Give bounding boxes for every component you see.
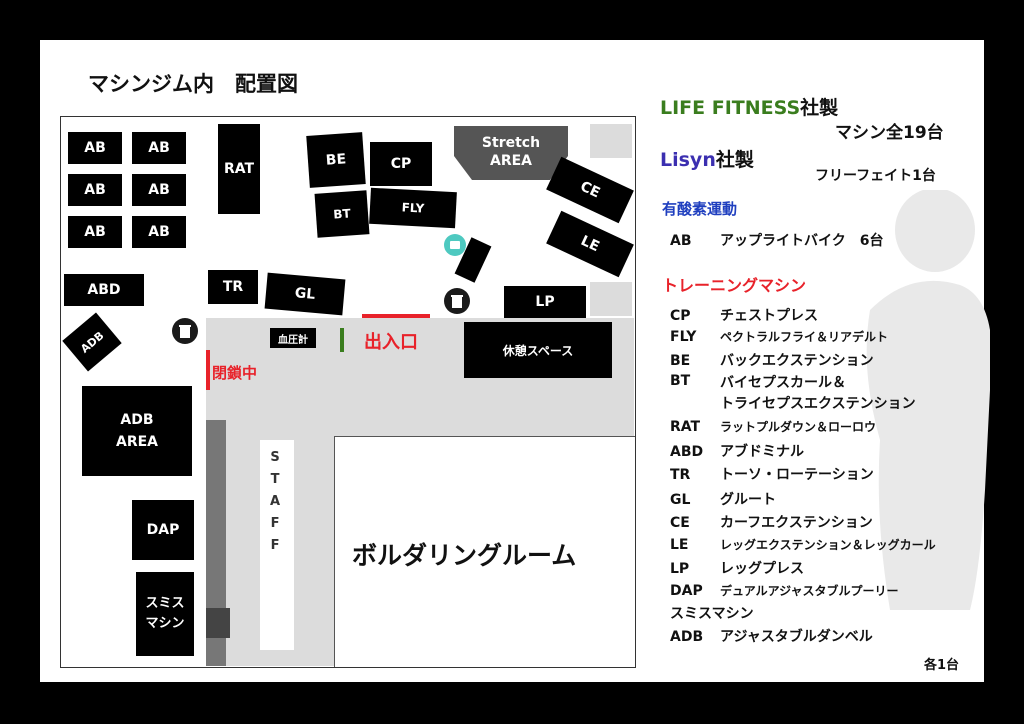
legend-desc: バックエクステンション bbox=[720, 353, 874, 369]
legend-desc: アブドミナル bbox=[720, 444, 804, 460]
entrance-door-marker bbox=[340, 328, 344, 352]
legend-desc: レッグエクステンション＆レッグカール bbox=[720, 538, 936, 552]
legend-row: ABD アブドミナル bbox=[670, 441, 804, 461]
legend-abbr: RAT bbox=[670, 419, 701, 435]
brand-lisyn-name: Lisyn bbox=[660, 149, 716, 171]
cp-machine: CP bbox=[370, 142, 432, 186]
legend-footnote: 各1台 bbox=[924, 658, 960, 673]
legend-desc: ペクトラルフライ＆リアデルト bbox=[720, 330, 889, 344]
brand-lisyn-count: フリーフェイト1台 bbox=[815, 168, 936, 184]
floor-mat bbox=[590, 282, 632, 316]
legend-abbr: LE bbox=[670, 537, 689, 553]
legend-desc: トーソ・ローテーション bbox=[720, 467, 874, 483]
stretch-area-shape bbox=[454, 126, 568, 180]
legend-desc: スミスマシン bbox=[670, 606, 754, 622]
wall-strip bbox=[206, 420, 226, 666]
legend-row: CP チェストプレス bbox=[670, 305, 818, 325]
bouldering-room-label: ボルダリングルーム bbox=[352, 541, 577, 570]
legend-abbr: AB bbox=[670, 233, 692, 249]
staff-label: S T A F F bbox=[270, 450, 281, 553]
dap-machine: DAP bbox=[132, 500, 194, 560]
page-title: マシンジム内 配置図 bbox=[88, 72, 298, 96]
ab-bike: AB bbox=[68, 216, 122, 248]
legend-desc: グルート bbox=[720, 492, 776, 508]
legend-row: RAT ラットプルダウン＆ローロウ bbox=[670, 418, 876, 435]
ab-bike: AB bbox=[68, 174, 122, 206]
legend-abbr: GL bbox=[670, 492, 691, 508]
legend-abbr: ABD bbox=[670, 444, 704, 460]
legend-abbr: LP bbox=[670, 561, 690, 577]
legend-row: AB アップライトバイク 6台 bbox=[670, 230, 883, 250]
ab-bike: AB bbox=[68, 132, 122, 164]
tr-floor-mat bbox=[206, 318, 260, 338]
legend-row: FLY ペクトラルフライ＆リアデルト bbox=[670, 328, 888, 345]
legend-abbr: CP bbox=[670, 308, 691, 324]
legend-row: BT バイセプスカール＆ トライセプスエクステンション bbox=[670, 373, 916, 415]
ab-bike: AB bbox=[132, 132, 186, 164]
cardio-heading: 有酸素運動 bbox=[662, 200, 738, 218]
legend-row: DAP デュアルアジャスタブルプーリー bbox=[670, 582, 899, 599]
legend-abbr: ADB bbox=[670, 629, 704, 645]
legend-row: BE バックエクステンション bbox=[670, 350, 874, 370]
legend-desc: デュアルアジャスタブルプーリー bbox=[720, 584, 899, 598]
legend-abbr: TR bbox=[670, 467, 691, 483]
ab-bike: AB bbox=[132, 174, 186, 206]
lp-machine: LP bbox=[504, 286, 586, 318]
brand-life-name: LIFE FITNESS bbox=[660, 97, 801, 119]
closed-marker bbox=[206, 350, 210, 390]
training-heading: トレーニングマシン bbox=[662, 276, 807, 295]
tr-machine: TR bbox=[208, 270, 258, 304]
bt-machine: BT bbox=[314, 190, 370, 238]
legend-desc: レッグプレス bbox=[720, 561, 804, 577]
be-machine: BE bbox=[306, 132, 366, 188]
legend-abbr: FLY bbox=[670, 329, 697, 345]
legend-desc: バイセプスカール＆ トライセプスエクステンション bbox=[720, 375, 916, 412]
gl-machine: GL bbox=[264, 272, 346, 316]
legend-row: CE カーフエクステンション bbox=[670, 512, 873, 532]
legend-desc: アップライトバイク 6台 bbox=[720, 233, 884, 249]
fly-machine: FLY bbox=[369, 187, 457, 229]
rat-machine: RAT bbox=[218, 124, 260, 214]
brand-life-count: マシン全19台 bbox=[835, 123, 944, 143]
legend-abbr: CE bbox=[670, 515, 690, 531]
staff-door bbox=[260, 440, 294, 650]
brand-life-suffix: 社製 bbox=[800, 97, 839, 119]
legend-abbr: DAP bbox=[670, 583, 703, 599]
legend-desc: チェストプレス bbox=[720, 308, 818, 324]
legend-row: ADB アジャスタブルダンベル bbox=[670, 626, 873, 646]
trash-can-icon bbox=[444, 288, 470, 314]
brand-life-fitness: LIFE FITNESS社製 bbox=[660, 93, 838, 120]
brand-lisyn: Lisyn社製 bbox=[660, 145, 754, 172]
legend-desc: ラットプルダウン＆ローロウ bbox=[720, 420, 877, 434]
legend-row: TR トーソ・ローテーション bbox=[670, 464, 874, 484]
brand-lisyn-suffix: 社製 bbox=[715, 149, 754, 171]
legend-desc: アジャスタブルダンベル bbox=[720, 629, 873, 645]
legend-desc: カーフエクステンション bbox=[720, 515, 873, 531]
adb-area: ADB AREA bbox=[82, 386, 192, 476]
entrance-label: 出入口 bbox=[364, 332, 418, 353]
abd-machine: ABD bbox=[64, 274, 144, 306]
legend-row: LP レッグプレス bbox=[670, 558, 804, 578]
floor-mat bbox=[590, 124, 632, 158]
bouldering-room bbox=[334, 436, 635, 667]
ab-bike: AB bbox=[132, 216, 186, 248]
rest-space: 休憩スペース bbox=[464, 322, 612, 378]
smith-machine: スミス マシン bbox=[136, 572, 194, 656]
bp-monitor: 血圧計 bbox=[270, 328, 316, 348]
legend-row: LE レッグエクステンション＆レッグカール bbox=[670, 536, 936, 553]
wall-block bbox=[206, 608, 230, 638]
legend-abbr: BE bbox=[670, 353, 691, 369]
legend-row: スミスマシン bbox=[670, 603, 754, 623]
trash-can-icon bbox=[172, 318, 198, 344]
stretch-area-label: Stretch AREA bbox=[481, 135, 541, 169]
first-aid-icon bbox=[444, 234, 466, 256]
legend-abbr: BT bbox=[670, 373, 691, 389]
closed-label: 閉鎖中 bbox=[212, 364, 258, 382]
entrance-marker bbox=[362, 314, 430, 318]
legend-row: GL グルート bbox=[670, 489, 776, 509]
person-silhouette-icon bbox=[866, 190, 990, 610]
